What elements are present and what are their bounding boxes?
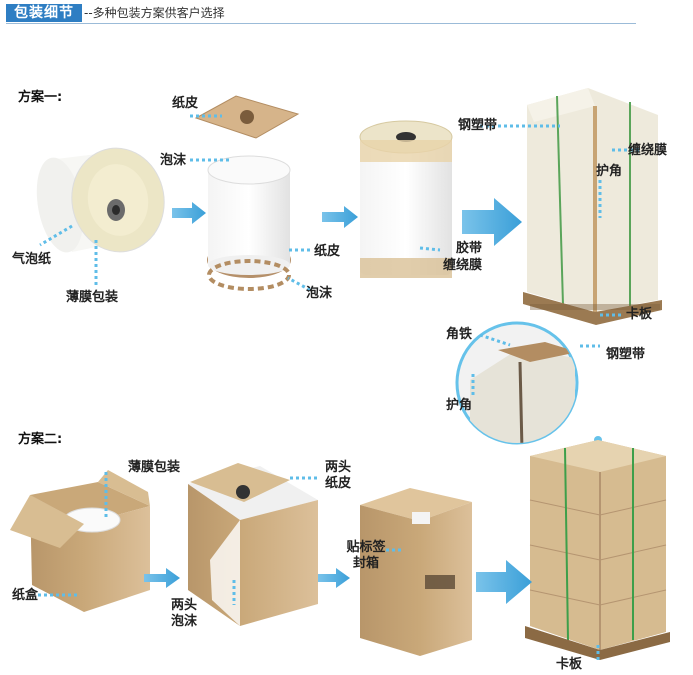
flow-arrow-3 [462, 198, 522, 246]
flow-arrow-2 [322, 206, 358, 228]
label-label-seal: 贴标签 封箱 [341, 540, 391, 572]
label-detail-corner-guard: 护角 [446, 398, 473, 413]
label-both-ends-foam: 两头 泡沫 [166, 598, 202, 630]
scheme1-title: 方案一: [18, 90, 63, 105]
label-angle-iron: 角铁 [446, 327, 473, 342]
label-both-ends-paper: 两头 纸皮 [320, 460, 356, 492]
film-roll-lying [36, 147, 165, 253]
label-detail-steel-strap: 钢塑带 [606, 347, 646, 362]
label-stretch-film: 缠绕膜 [443, 258, 483, 273]
flow-arrow-4 [144, 568, 180, 588]
label-bubble-wrap: 气泡纸 [12, 252, 52, 267]
label-tape: 胶带 [456, 241, 483, 256]
section-title-badge: 包装细节 [6, 4, 82, 22]
label-both-ends-foam-line2: 泡沫 [170, 614, 197, 629]
label-both-ends-paper-line1: 两头 [324, 460, 351, 475]
label-paper-top: 纸皮 [172, 96, 199, 111]
label-foam-bottom: 泡沫 [306, 286, 333, 301]
sealed-box [360, 488, 472, 656]
film-roll-wrapped [359, 120, 453, 278]
label-s2-film-wrap: 薄膜包装 [128, 460, 181, 475]
label-label-seal-line1: 贴标签 [346, 540, 386, 555]
label-wrap-film: 缠绕膜 [628, 143, 668, 158]
scheme2-title: 方案二: [18, 432, 63, 447]
label-corner-guard: 护角 [596, 164, 623, 179]
boxed-pallet [525, 440, 670, 660]
leader-lines [38, 114, 640, 660]
label-label-seal-line2: 封箱 [352, 556, 379, 571]
section-subtitle: --多种包装方案供客户选择 [84, 6, 225, 20]
label-steel-strap: 钢塑带 [458, 118, 498, 133]
label-film-wrap: 薄膜包装 [66, 290, 119, 305]
film-roll-with-paper-foam [194, 95, 300, 291]
flow-arrow-5 [318, 568, 350, 588]
label-foam-top: 泡沫 [160, 153, 187, 168]
label-s2-pallet: 卡板 [556, 657, 583, 672]
corner-detail-circle [455, 321, 602, 445]
label-carton: 纸盒 [12, 588, 39, 603]
flow-arrow-1 [172, 202, 206, 224]
open-carton-with-foam [188, 463, 318, 626]
wrapped-pallet [523, 88, 662, 325]
label-paper-bottom: 纸皮 [314, 244, 341, 259]
label-pallet: 卡板 [626, 307, 653, 322]
header-divider [6, 23, 636, 24]
open-carton-with-roll [10, 470, 150, 612]
flow-arrow-6 [476, 560, 532, 604]
label-both-ends-paper-line2: 纸皮 [324, 476, 351, 491]
label-both-ends-foam-line1: 两头 [170, 598, 197, 613]
